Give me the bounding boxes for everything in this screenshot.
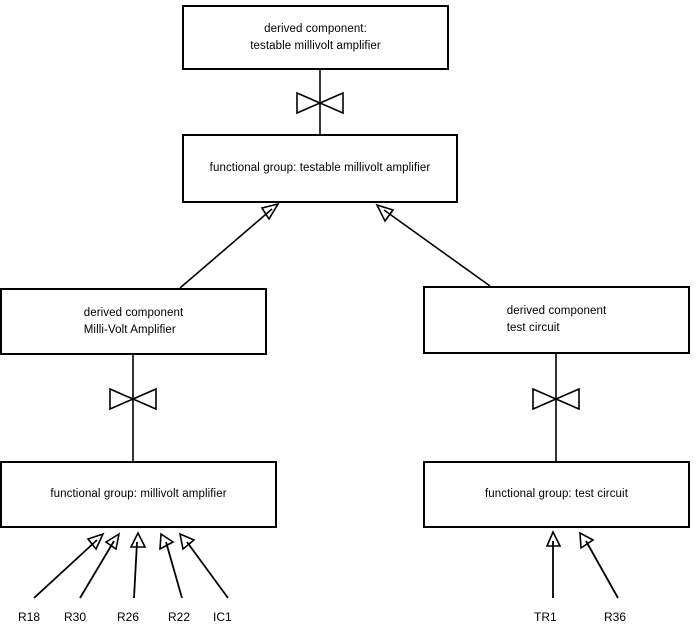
functional-group-testable-millivolt-amplifier[interactable]: functional group: testable millivolt amp… [182, 134, 458, 203]
leaf-arrow-r36 [579, 531, 619, 599]
leaf-label-r30: R30 [64, 610, 87, 624]
node-label: functional group: millivolt amplifier [50, 488, 227, 501]
leaf-arrow-tr1 [545, 530, 562, 598]
leaf-arrow-ic1 [178, 532, 229, 599]
derived-component-testable-millivolt-amplifier[interactable]: derived component: testable millivolt am… [182, 5, 449, 70]
arrow-test-circuit-to-testable-group [375, 203, 491, 287]
node-label: derived component Milli-Volt Amplifier [83, 306, 184, 336]
leaf-label-r26: R26 [117, 610, 140, 624]
node-label: functional group: test circuit [485, 488, 628, 501]
functional-group-test-circuit[interactable]: functional group: test circuit [423, 461, 690, 528]
node-label: derived component: testable millivolt am… [250, 22, 381, 52]
leaf-label-ic1: IC1 [213, 610, 232, 624]
derived-component-milli-volt-amplifier[interactable]: derived component Milli-Volt Amplifier [0, 288, 267, 355]
leaf-label-tr1: TR1 [534, 610, 557, 624]
leaf-arrow-r26 [129, 531, 147, 599]
arrow-millivolt-amplifier-to-testable-group [179, 202, 280, 289]
node-label: functional group: testable millivolt amp… [209, 162, 431, 175]
connector-derived-to-functional-group-millivolt [109, 355, 157, 461]
derived-component-test-circuit[interactable]: derived component test circuit [423, 286, 690, 354]
functional-group-millivolt-amplifier[interactable]: functional group: millivolt amplifier [0, 461, 277, 528]
leaf-label-r18: R18 [18, 610, 41, 624]
leaf-label-r22: R22 [168, 610, 191, 624]
leaf-arrow-r22 [159, 532, 183, 599]
connector-derived-to-functional-group-test-circuit [532, 354, 580, 461]
leaf-label-r36: R36 [604, 610, 627, 624]
leaf-arrow-r18 [33, 532, 105, 599]
connector-derived-to-functional-group-testable [296, 70, 344, 134]
leaf-arrow-r30 [79, 532, 121, 599]
node-label: derived component test circuit [506, 305, 607, 334]
